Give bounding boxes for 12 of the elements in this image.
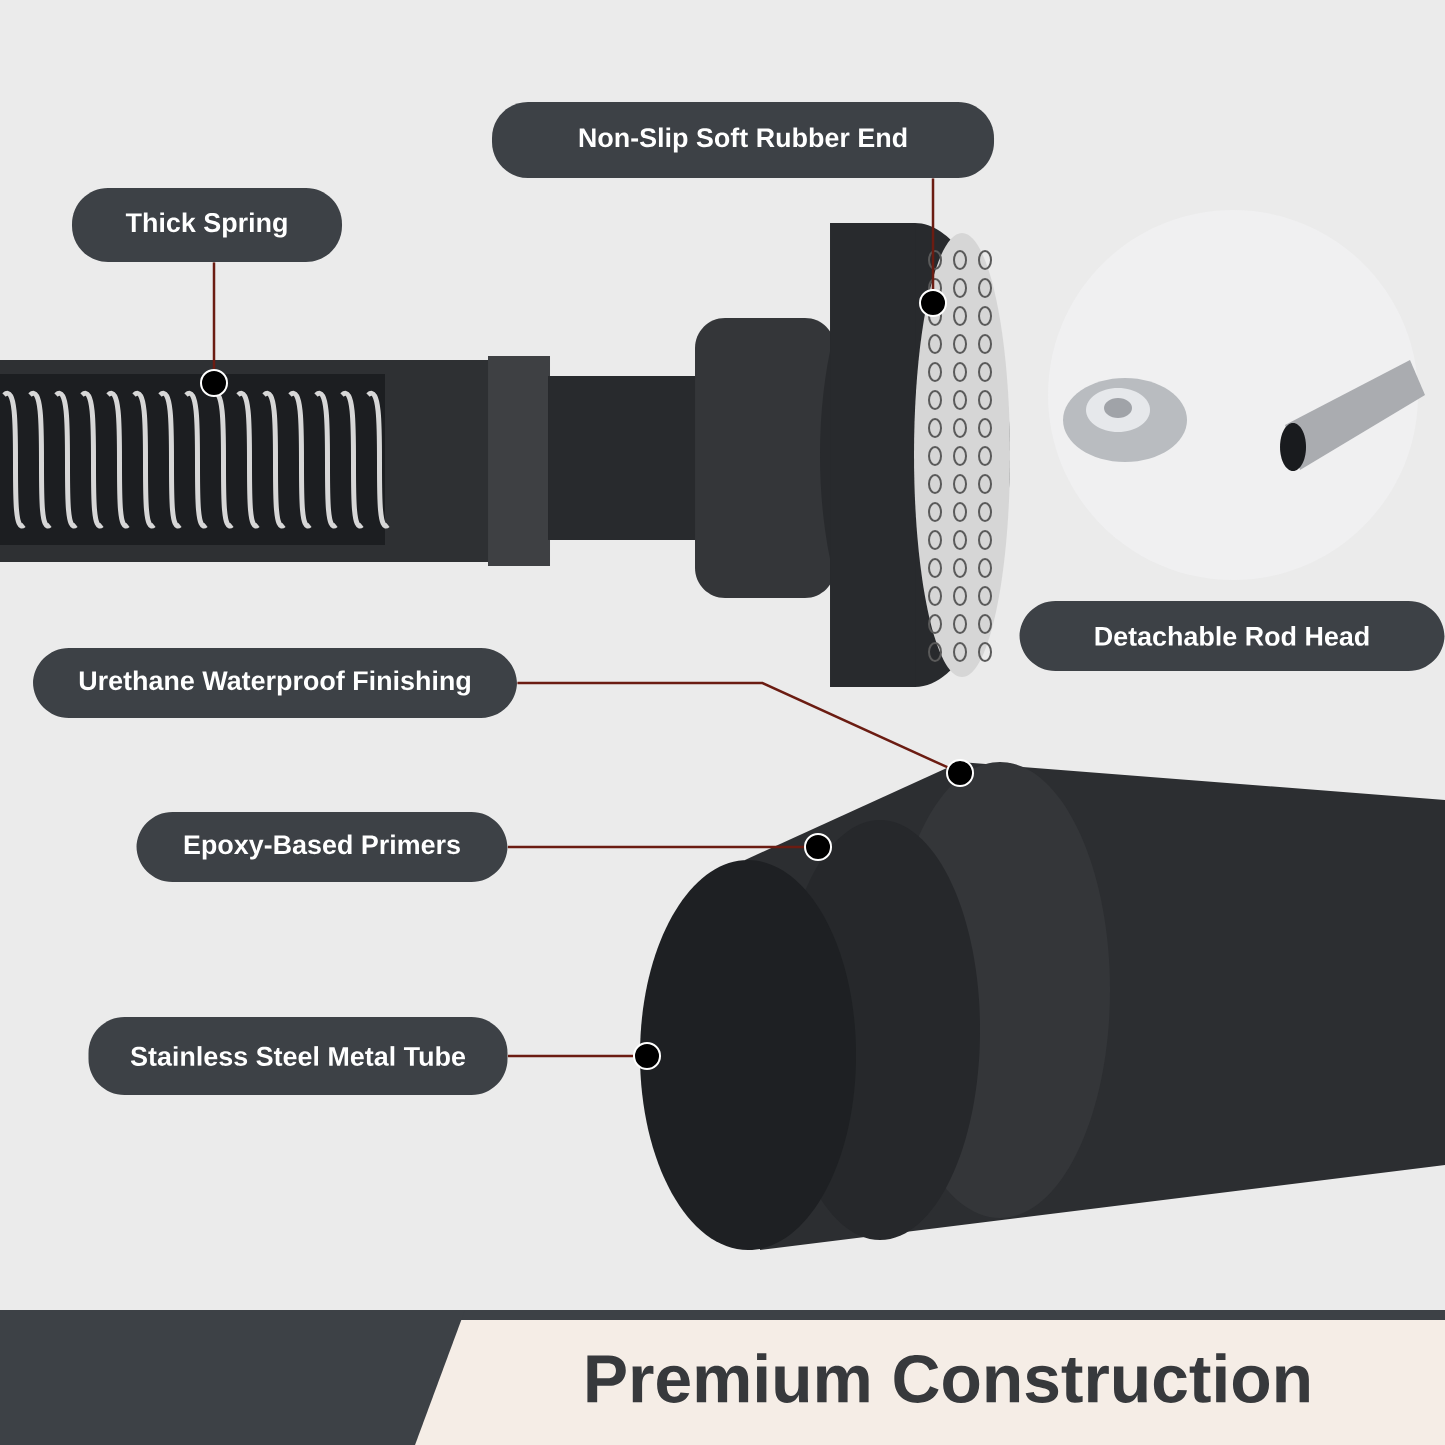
- leader-line: [931, 178, 935, 289]
- callout-label: Stainless Steel Metal Tube: [88, 1017, 508, 1095]
- leader-line: [507, 1054, 633, 1058]
- callout-label: Epoxy-Based Primers: [136, 812, 508, 882]
- callout-label: Thick Spring: [72, 188, 342, 262]
- leader-line: [517, 681, 948, 769]
- callout-label: Non-Slip Soft Rubber End: [492, 102, 994, 178]
- leader-line: [212, 262, 216, 369]
- title: Premium Construction: [587, 1353, 1309, 1403]
- callout-label: Urethane Waterproof Finishing: [33, 648, 517, 718]
- leader-line: [507, 845, 804, 849]
- callout-label: Detachable Rod Head: [1019, 601, 1445, 671]
